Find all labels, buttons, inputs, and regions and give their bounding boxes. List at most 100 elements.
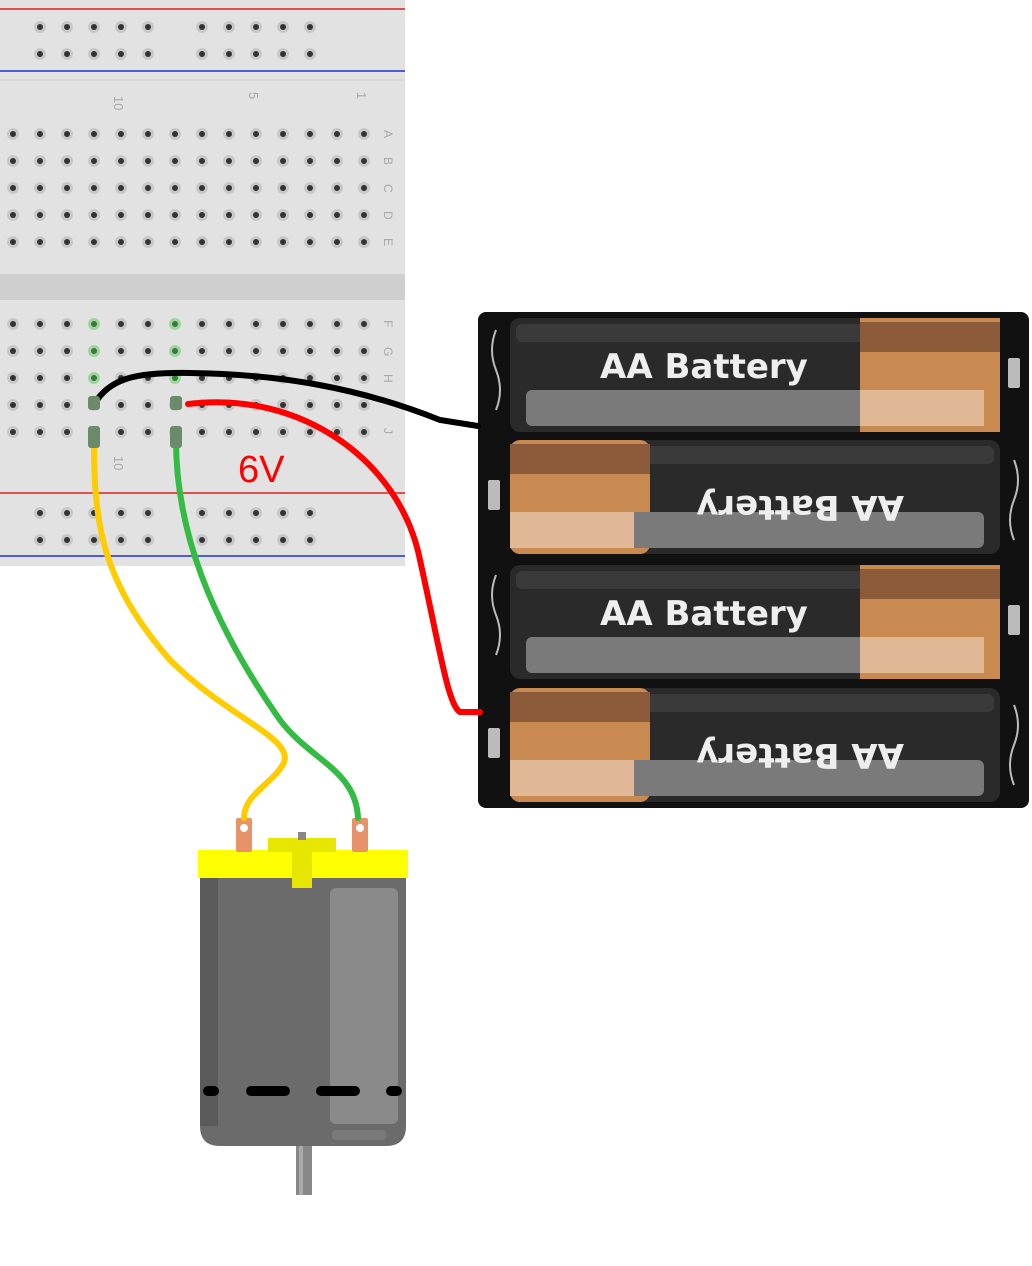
rail-hole-center [226,51,232,57]
terminal-hole-center [334,239,340,245]
terminal-hole-center [37,375,43,381]
terminal-hole-center [361,375,367,381]
terminal-hole-center [10,429,16,435]
row-letter-f: F [381,320,395,327]
terminal-hole-center [253,158,259,164]
terminal-hole-center [10,239,16,245]
terminal-hole-center [172,348,178,354]
row-letter-d: D [381,211,395,220]
terminal-hole-center [64,212,70,218]
terminal-hole-center [37,131,43,137]
rail-hole-center [253,510,259,516]
column-number-1: 1 [354,92,369,99]
terminal-hole-center [172,131,178,137]
battery-label: AA Battery [696,487,904,527]
rail-hole-center [145,24,151,30]
terminal-hole-center [10,321,16,327]
terminal-hole-center [10,185,16,191]
terminal-hole-center [307,429,313,435]
terminal-hole-center [226,158,232,164]
rail-hole-center [64,510,70,516]
terminal-hole-center [226,212,232,218]
rail-hole-center [253,537,259,543]
terminal-hole-center [64,375,70,381]
rail-hole-center [199,537,205,543]
terminal-hole-center [253,212,259,218]
terminal-hole-center [118,212,124,218]
row-letter-b: B [381,157,395,165]
terminal-hole-center [199,158,205,164]
motor-vent-2 [246,1086,290,1096]
terminal-hole-center [334,185,340,191]
terminal-hole-center [226,348,232,354]
spring-left-1 [491,329,501,411]
terminal-hole-center [10,375,16,381]
terminal-hole-center [307,321,313,327]
terminal-hole-center [91,158,97,164]
rail-hole-center [307,537,313,543]
terminal-hole-center [10,158,16,164]
terminal-hole-center [199,348,205,354]
terminal-hole-center [37,348,43,354]
terminal-hole-center [37,185,43,191]
terminal-hole-center [37,212,43,218]
terminal-hole-center [307,212,313,218]
terminal-hole-center [64,321,70,327]
terminal-hole-center [361,212,367,218]
wires [88,369,483,821]
row-letter-e: E [381,238,395,246]
terminal-hole-center [199,429,205,435]
rail-hole-center [91,51,97,57]
spring-left-2 [491,574,501,656]
terminal-hole-center [91,375,97,381]
terminal-hole-center [145,212,151,218]
top-power-rail [0,0,405,80]
terminal-hole-center [118,158,124,164]
battery-cell-2: AA Battery [488,440,1000,554]
motor-pin [298,832,306,840]
terminal-hole-center [118,321,124,327]
motor-shaft-highlight [299,1145,303,1195]
rail-hole-center [307,510,313,516]
rail-hole-center [118,51,124,57]
terminal-hole-center [253,131,259,137]
rail-hole-center [37,510,43,516]
terminal-hole-center [280,212,286,218]
terminal-hole-center [226,239,232,245]
terminal-hole-center [118,402,124,408]
terminal-hole-center [145,429,151,435]
motor-base-ridge [332,1130,386,1140]
terminal-hole-center [280,402,286,408]
rail-hole-center [145,510,151,516]
rail-hole-center [64,51,70,57]
rail-hole-center [118,24,124,30]
terminal-hole-center [361,348,367,354]
terminal-hole-center [37,402,43,408]
terminal-hole-center [64,239,70,245]
terminal-hole-center [280,158,286,164]
rail-hole-center [118,537,124,543]
motor-cap-stem [292,852,312,888]
rail-hole-center [280,510,286,516]
wire-pin-black [88,396,100,410]
terminal-hole-center [118,239,124,245]
rail-hole-center [91,24,97,30]
bottom-rail-holes [34,507,316,546]
terminal-hole-center [253,348,259,354]
terminal-hole-center [199,375,205,381]
terminal-hole-center [118,429,124,435]
terminal-hole-center [280,239,286,245]
terminal-hole-center [334,348,340,354]
terminal-hole-center [199,321,205,327]
row-letter-g: G [381,347,395,356]
terminal-hole-center [280,321,286,327]
terminal-hole-center [334,429,340,435]
battery-cell-4: AA Battery [488,688,1000,802]
row-letter-h: H [381,374,395,383]
motor-terminal-left [236,818,252,852]
terminal-hole-center [91,239,97,245]
rail-hole-center [307,24,313,30]
wire-black [91,369,481,429]
